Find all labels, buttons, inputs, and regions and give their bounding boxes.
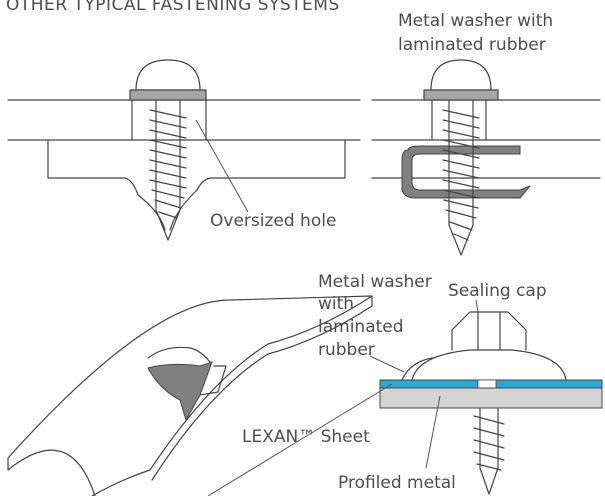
hole-edges-2 xyxy=(431,99,487,141)
label-oversized-hole: Oversized hole xyxy=(210,211,336,231)
sealing-cap-hex xyxy=(451,311,527,351)
profiled-metal-layer xyxy=(379,387,603,409)
screw-thread-3 xyxy=(473,415,505,471)
rubber-profile xyxy=(401,145,531,199)
label-tr-washer-line2: laminated rubber xyxy=(398,35,546,55)
perspective-sheet-edge xyxy=(151,295,373,481)
screw-head xyxy=(135,59,201,91)
diagram-heading: OTHER TYPICAL FASTENING SYSTEMS xyxy=(6,0,340,15)
label-tr-washer-line1: Metal washer with xyxy=(398,11,553,31)
oversized-hole-edges xyxy=(131,99,207,141)
notch-top xyxy=(147,346,211,363)
screw-shank xyxy=(155,99,181,241)
screw-thread-2 xyxy=(442,109,480,241)
profiled-metal-leader xyxy=(425,395,441,469)
panel-sheet-perspective xyxy=(7,295,373,496)
panel-sealing-cap: Metal washer with laminated rubber Seali… xyxy=(207,272,603,496)
washer-rim xyxy=(401,357,433,381)
label-br-washer-line1: Metal washer xyxy=(318,272,432,292)
oversized-hole-leader xyxy=(195,119,249,213)
label-br-washer-line4: rubber xyxy=(318,340,375,360)
sealing-cap-leader xyxy=(475,299,479,313)
washer-leader xyxy=(369,355,405,373)
label-lexan-sheet: LEXAN™ Sheet xyxy=(242,427,370,447)
screw-shank-3 xyxy=(479,407,499,495)
panel-oversized-hole: Oversized hole xyxy=(7,59,361,241)
washer xyxy=(129,89,207,101)
label-br-washer-line2: with xyxy=(318,294,354,314)
top-sheet xyxy=(7,99,361,141)
label-br-washer-line3: laminated xyxy=(318,317,404,337)
lower-profile xyxy=(47,139,346,196)
notch-edge xyxy=(199,365,227,396)
label-sealing-cap: Sealing cap xyxy=(448,281,547,301)
perspective-sheet-side xyxy=(7,449,96,496)
panel-washer-rubber: Metal washer with laminated rubber xyxy=(371,11,601,256)
lexan-hole xyxy=(477,379,497,389)
sealing-cap-facets xyxy=(477,311,501,351)
screw-thread xyxy=(149,109,187,219)
screw-shank-2 xyxy=(448,99,474,256)
perspective-sheet-top xyxy=(7,295,373,496)
lexan-leader-tail xyxy=(207,439,301,496)
lexan-leader xyxy=(299,383,393,441)
washer-dome xyxy=(411,349,567,381)
screw-head-2 xyxy=(430,59,492,91)
label-profiled-metal: Profiled metal xyxy=(338,473,456,493)
washer-2 xyxy=(423,89,499,101)
drip-curve xyxy=(137,189,198,231)
